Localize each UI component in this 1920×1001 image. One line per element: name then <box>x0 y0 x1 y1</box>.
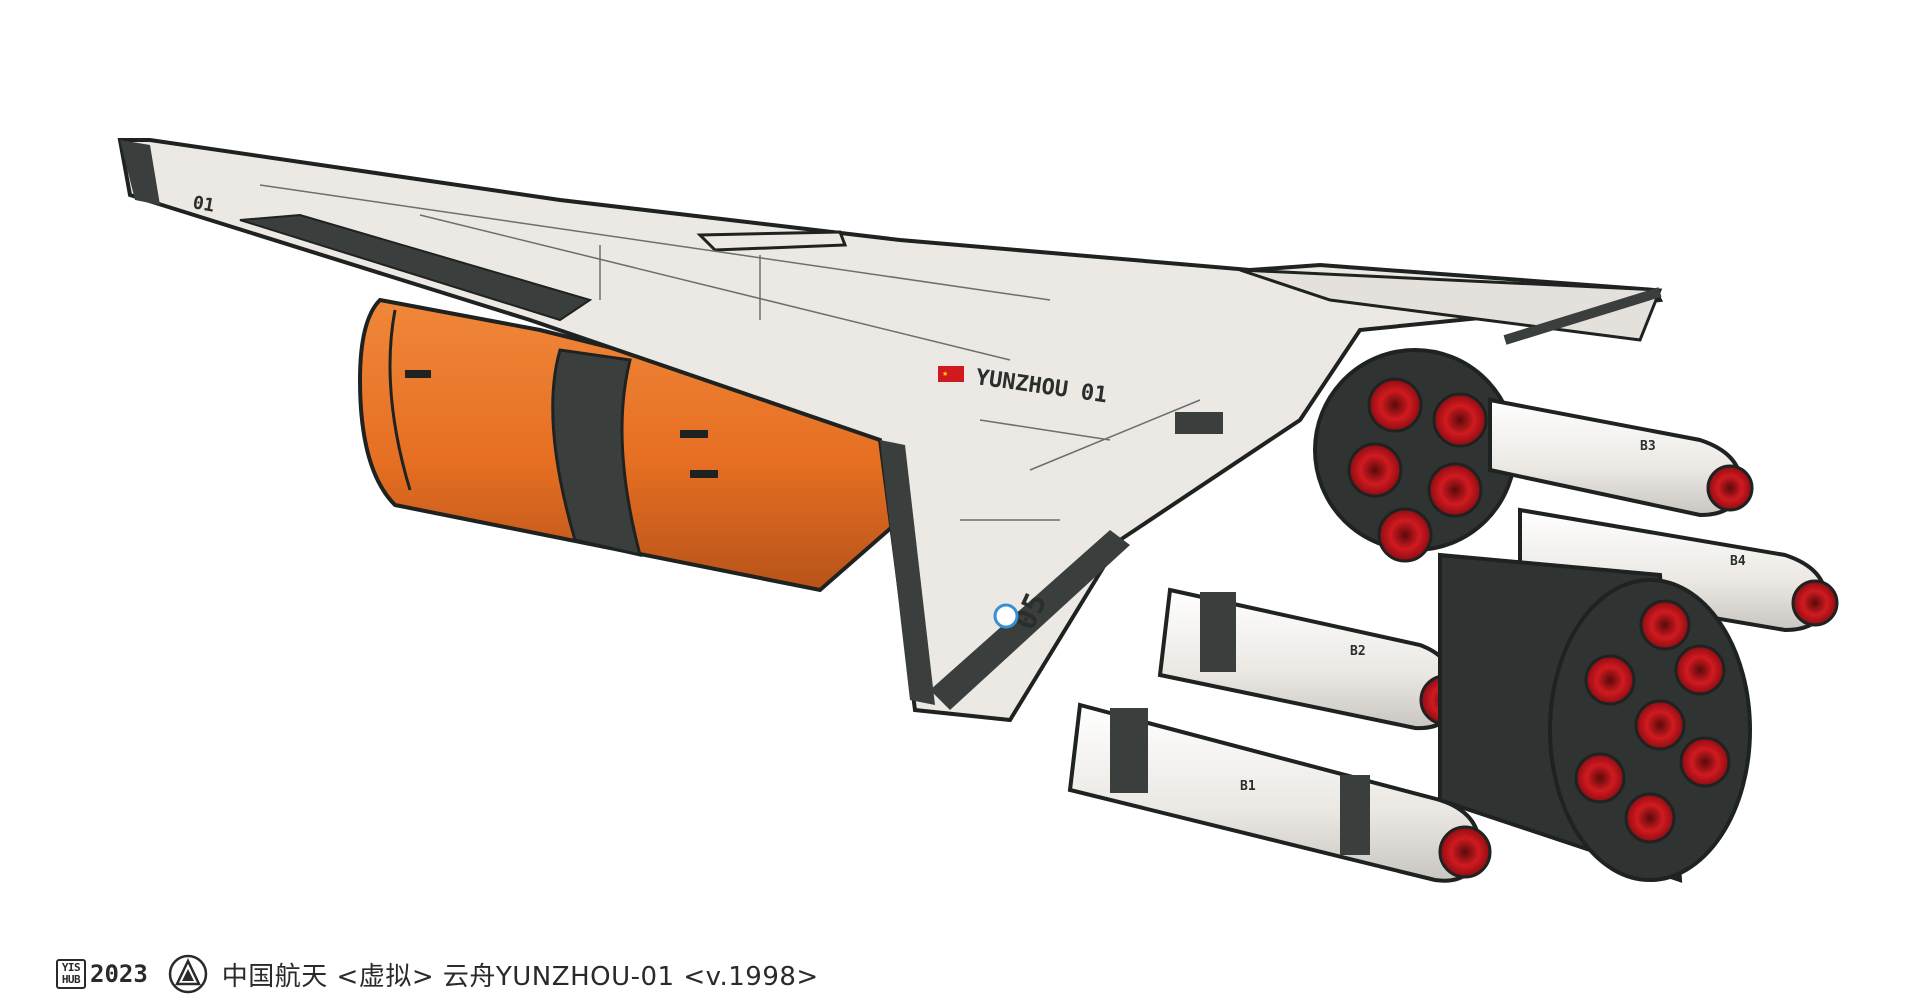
svg-text:★: ★ <box>942 370 948 378</box>
booster-label: B2 <box>1350 644 1366 659</box>
booster-label: B1 <box>1240 779 1256 794</box>
orbiter-hull: ★ YUNZHOU 01 01 05 <box>117 138 1664 723</box>
booster-label: B3 <box>1640 439 1656 454</box>
booster-b4: B4 <box>1518 507 1839 633</box>
badge-bottom-text: HUB <box>61 973 81 986</box>
booster-b2: B2 <box>1157 587 1471 731</box>
caption-bar: YIS HUB 2023 中国航天 <虚拟> 云舟YUNZHOU-01 <v.1… <box>56 954 819 994</box>
badge-top-text: YIS <box>61 961 81 974</box>
emblem-icon <box>168 954 208 994</box>
brand-badge: YIS HUB <box>56 959 86 989</box>
core-engine-cluster <box>1438 552 1752 883</box>
external-tank <box>357 297 902 593</box>
orbiter-nozzle <box>1347 377 1488 563</box>
tail-code-marking: 01 <box>191 192 216 216</box>
booster-b1: B1 <box>1067 702 1492 883</box>
booster-label: B4 <box>1730 554 1746 569</box>
core-nozzle <box>1574 599 1731 844</box>
year-label: 2023 <box>90 960 148 988</box>
orbiter-engine-cluster <box>1313 348 1517 563</box>
caption-title: 中国航天 <虚拟> 云舟YUNZHOU-01 <v.1998> <box>221 961 819 992</box>
agency-logo-marking <box>993 603 1019 629</box>
flag-marking: ★ <box>938 366 964 382</box>
